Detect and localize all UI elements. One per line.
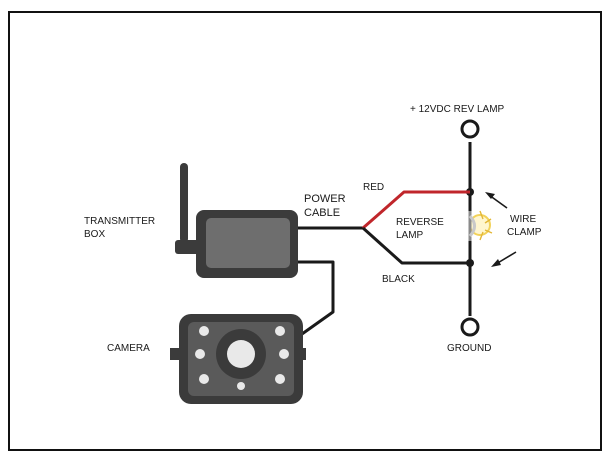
clamp-arrow-top	[485, 192, 508, 209]
black-wire	[361, 226, 470, 265]
camera-led	[275, 326, 285, 336]
wire-clamp-spark-icon	[468, 210, 493, 241]
camera-label: CAMERA	[107, 343, 150, 354]
power-cable-label-line1: POWER	[304, 193, 346, 205]
red-wire	[362, 190, 470, 230]
camera-led	[195, 349, 205, 359]
red-wire-label: RED	[363, 182, 384, 193]
camera-led	[199, 326, 209, 336]
reverse-lamp-label-line2: LAMP	[396, 230, 424, 241]
power-cable-label-line2: CABLE	[304, 207, 340, 219]
reverse-lamp-label-line1: REVERSE	[396, 217, 444, 228]
wire-clamp-label-line2: CLAMP	[507, 227, 542, 238]
camera-led	[237, 382, 245, 390]
transmitter-label-line1: TRANSMITTER	[84, 216, 155, 227]
wire-clamp-label-line1: WIRE	[510, 214, 536, 225]
camera-led	[279, 349, 289, 359]
transmitter-label-line2: BOX	[84, 229, 105, 240]
camera-led	[199, 374, 209, 384]
camera-icon	[170, 314, 306, 404]
frame-border	[8, 11, 602, 451]
transmitter-box-icon	[175, 163, 298, 278]
rev-lamp-supply-label: + 12VDC REV LAMP	[410, 104, 505, 115]
camera-cable	[297, 260, 335, 336]
clamp-arrow-bottom	[491, 251, 517, 267]
ground-terminal	[460, 317, 480, 337]
black-wire-label: BLACK	[382, 274, 415, 285]
ground-label: GROUND	[447, 343, 491, 354]
antenna-icon	[180, 163, 188, 243]
positive-terminal	[460, 119, 480, 139]
camera-led	[275, 374, 285, 384]
